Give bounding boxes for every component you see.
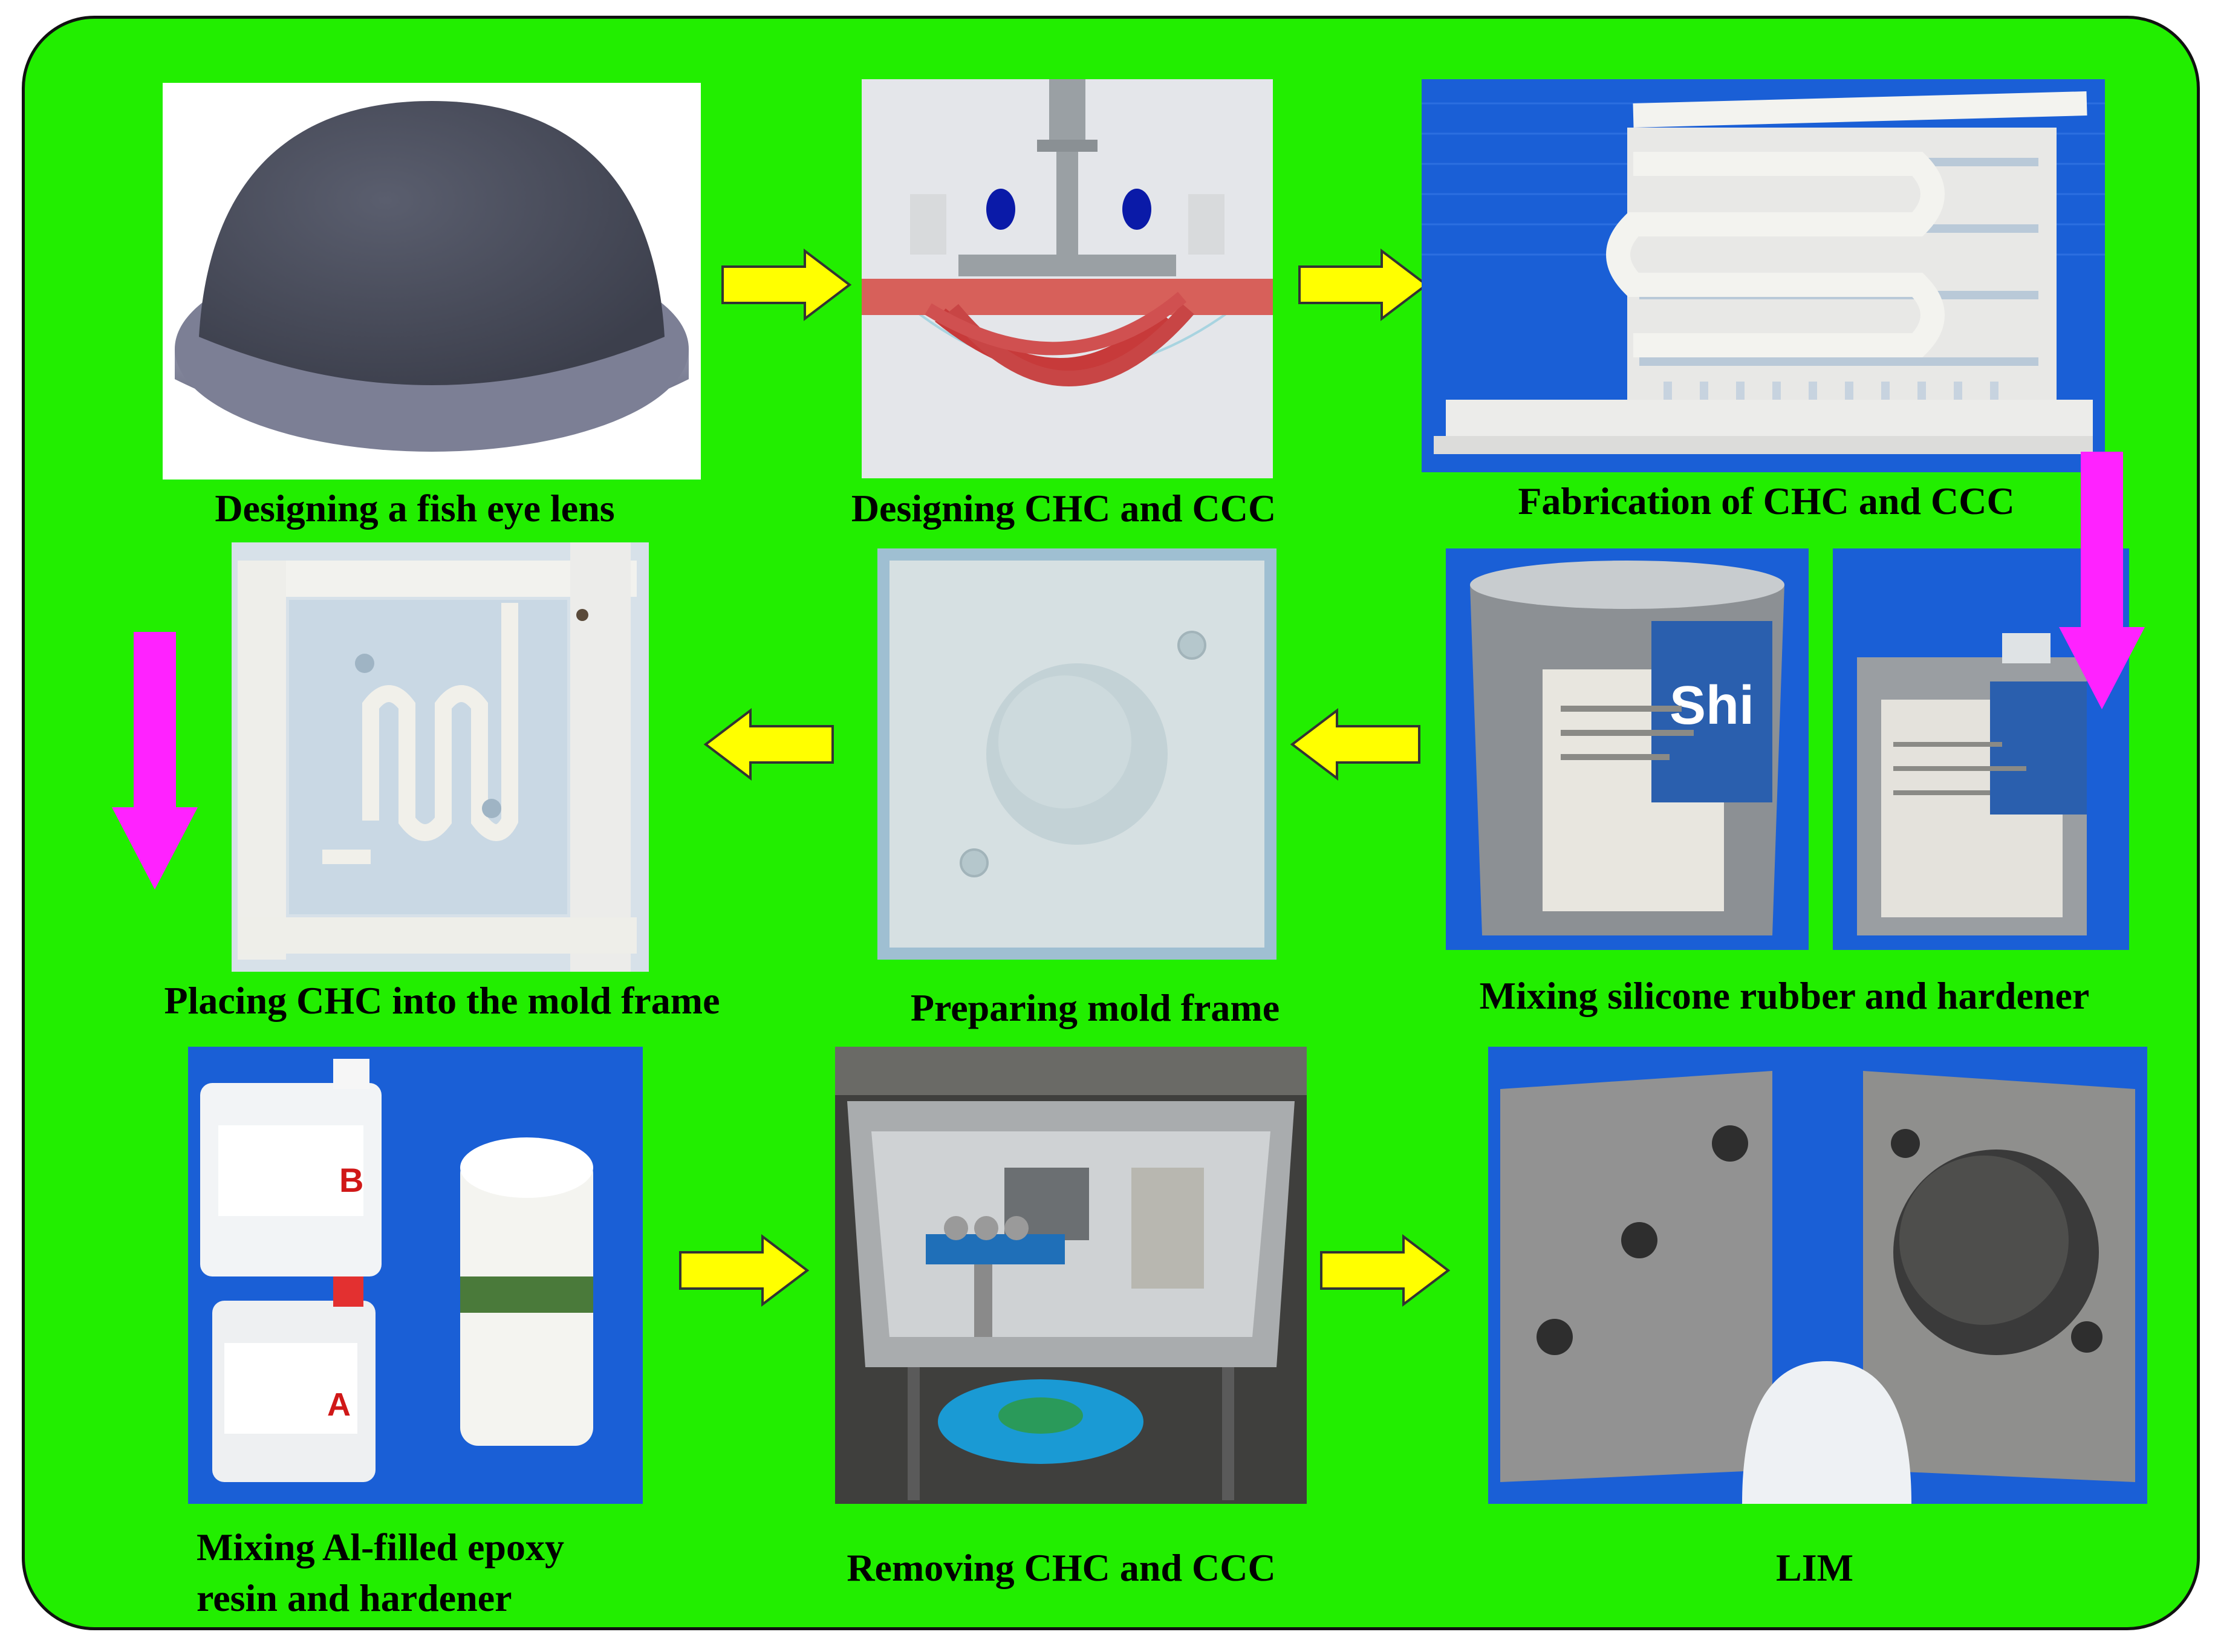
arrow-right-4: [1319, 1234, 1452, 1307]
chc-ccc-design-image: [862, 79, 1273, 478]
caption-step-3: Fabrication of CHC and CCC: [1518, 480, 2015, 522]
caption-step-8: Removing CHC and CCC: [847, 1546, 1276, 1589]
caption-step-9: LIM: [1776, 1546, 1853, 1589]
arrow-left-2: [1289, 708, 1422, 781]
arrow-down-left: [109, 632, 200, 892]
arrow-down-right: [2057, 452, 2147, 712]
removing-chc-ccc-image: [835, 1047, 1307, 1504]
silicone-mold-frame-image: [877, 548, 1276, 960]
lim-mold-image: [1488, 1047, 2147, 1504]
caption-step-4: Mixing silicone rubber and hardener: [1479, 974, 2090, 1017]
caption-step-6: Placing CHC into the mold frame: [164, 979, 720, 1022]
bottle-a-label: A: [327, 1387, 351, 1423]
caption-step-1: Designing a fish eye lens: [215, 487, 615, 530]
chc-ccc-fabrication-image: [1422, 79, 2105, 472]
caption-step-7-line2: resin and hardener: [197, 1576, 512, 1619]
arrow-left-1: [702, 708, 835, 781]
silicone-rubber-can-image: Shi: [1446, 548, 1809, 950]
can-brand-text: Shi: [1670, 675, 1754, 736]
epoxy-resin-bottles-image: B A: [188, 1047, 643, 1504]
chc-in-mold-frame-image: [232, 542, 649, 972]
caption-step-5: Preparing mold frame: [910, 986, 1280, 1029]
lens-render-image: [163, 83, 701, 480]
hardener-can-image: [1833, 548, 2129, 950]
arrow-right-1: [720, 249, 853, 321]
caption-step-7-line1: Mixing Al-filled epoxy: [197, 1526, 564, 1569]
arrow-right-3: [678, 1234, 811, 1307]
arrow-right-2: [1297, 249, 1430, 321]
caption-step-2: Designing CHC and CCC: [851, 487, 1276, 530]
flow-panel: Designing a fish eye lens Designing CHC …: [22, 16, 2200, 1630]
bottle-b-label: B: [339, 1161, 363, 1199]
